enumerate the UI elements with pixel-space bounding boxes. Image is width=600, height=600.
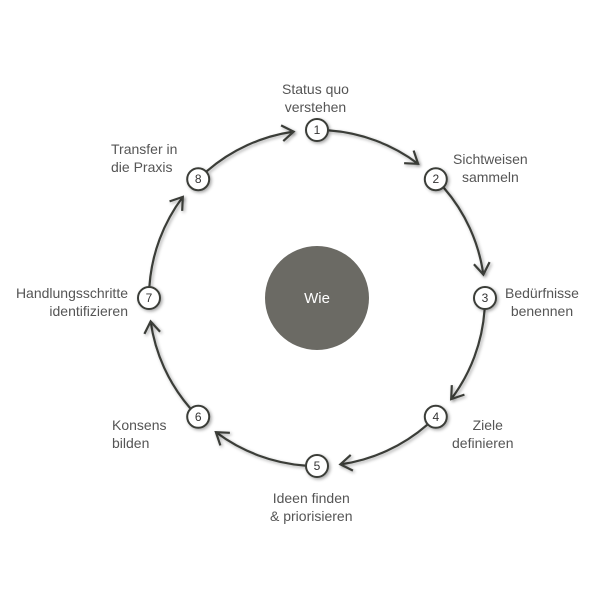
label-line: benennen (510, 303, 574, 319)
step-node-5: 5 (305, 454, 329, 478)
arrowhead-icon (169, 195, 185, 211)
step-label-7: Handlungsschritte identifizieren (16, 284, 128, 320)
step-number: 1 (314, 123, 321, 137)
label-line: sammeln (461, 169, 519, 185)
step-label-6: Konsens bilden (112, 416, 166, 452)
step-label-2: Sichtweisen sammeln (453, 150, 528, 186)
label-line: definieren (452, 435, 514, 451)
step-node-6: 6 (186, 404, 211, 429)
arrowhead-icon (338, 454, 354, 472)
step-node-circle (305, 454, 329, 478)
step-node-circle (423, 167, 448, 192)
step-node-7: 7 (137, 286, 161, 310)
arrowhead-icon (280, 124, 296, 142)
step-number: 7 (146, 291, 153, 305)
arrowhead-icon (143, 319, 161, 335)
arrowhead-icon (214, 430, 230, 446)
center-label: Wie (304, 289, 330, 307)
label-line: Bedürfnisse (505, 285, 579, 301)
arrowhead-icon (404, 150, 420, 166)
label-line: Status quo (282, 81, 349, 97)
step-node-circle (186, 167, 211, 192)
label-line: Handlungsschritte (15, 285, 128, 301)
step-node-circle (473, 286, 497, 310)
label-line: Ziele (472, 417, 503, 433)
step-node-circle (137, 286, 161, 310)
cycle-arrow (215, 431, 306, 467)
step-node-circle (423, 404, 448, 429)
step-number: 8 (195, 172, 202, 186)
step-node-circle (305, 118, 329, 142)
step-number: 2 (432, 172, 439, 186)
step-node-2: 2 (423, 167, 448, 192)
label-line: & priorisieren (270, 508, 353, 524)
step-label-4: Ziele definieren (452, 416, 514, 452)
arrowhead-icon (473, 261, 491, 277)
step-number: 5 (314, 459, 321, 473)
label-line: identifizieren (49, 303, 128, 319)
label-line: Ideen finden (272, 490, 350, 506)
step-node-8: 8 (186, 167, 211, 192)
step-node-1: 1 (305, 118, 329, 142)
step-node-4: 4 (423, 404, 448, 429)
cycle-arrow (206, 130, 294, 173)
label-line: Sichtweisen (453, 151, 528, 167)
arrowhead-icon (449, 385, 465, 401)
cycle-arrow (148, 196, 184, 287)
step-label-1: Status quo verstehen (282, 80, 349, 116)
label-line: bilden (112, 435, 150, 451)
cycle-arrow (450, 309, 486, 400)
step-number: 4 (432, 410, 439, 424)
label-line: die Praxis (111, 159, 173, 175)
cycle-arrow (340, 423, 428, 466)
label-line: Konsens (112, 417, 167, 433)
cycle-arrow (442, 187, 485, 275)
step-node-circle (186, 404, 211, 429)
step-label-8: Transfer in die Praxis (111, 140, 177, 176)
label-line: verstehen (284, 99, 347, 115)
step-node-3: 3 (473, 286, 497, 310)
center-circle (265, 246, 369, 350)
step-label-3: Bedürfnisse benennen (505, 284, 579, 320)
step-number: 6 (195, 410, 202, 424)
step-number: 3 (482, 291, 489, 305)
cycle-arrow (149, 321, 192, 409)
cycle-arrow (328, 129, 419, 165)
step-label-5: Ideen finden & priorisieren (270, 489, 352, 525)
label-line: Transfer in (111, 141, 178, 157)
